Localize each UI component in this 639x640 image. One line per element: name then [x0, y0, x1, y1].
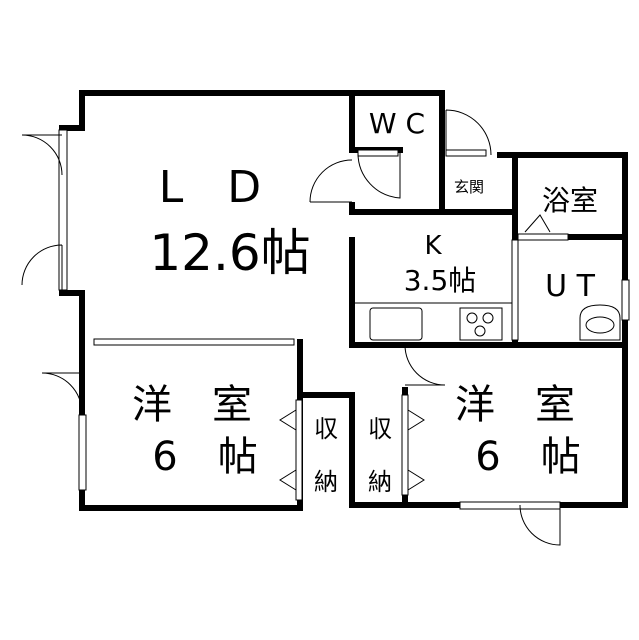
- storage-east-label-top: 収: [368, 415, 392, 443]
- ld-size: 12.6帖: [149, 224, 310, 282]
- windows: [58, 129, 630, 510]
- storage-east-label-bottom: 納: [368, 468, 392, 496]
- washbasin-icon: [579, 304, 621, 341]
- storage-west-label-top: 収: [314, 415, 338, 443]
- wc-label: W C: [369, 107, 425, 140]
- utility-label: U T: [545, 269, 595, 304]
- bedroom-west-label: 洋 室: [132, 382, 252, 428]
- bedroom-west-size: 6 帖: [152, 434, 257, 480]
- kitchen-size: 3.5帖: [404, 264, 477, 297]
- sink-icon: [369, 307, 423, 341]
- door-swings: [21, 109, 561, 546]
- stove-icon: [459, 307, 503, 341]
- walls: [59, 90, 628, 511]
- bedroom-east-label: 洋 室: [455, 382, 575, 428]
- bedroom-east-size: 6 帖: [475, 434, 580, 480]
- ld-label: L D: [159, 162, 261, 213]
- bath-label: 浴室: [542, 184, 598, 217]
- storage-west-label-bottom: 納: [314, 468, 338, 496]
- kitchen-label: K: [424, 231, 442, 261]
- kitchen-counter: [355, 302, 621, 341]
- entrance-label: 玄関: [454, 178, 484, 196]
